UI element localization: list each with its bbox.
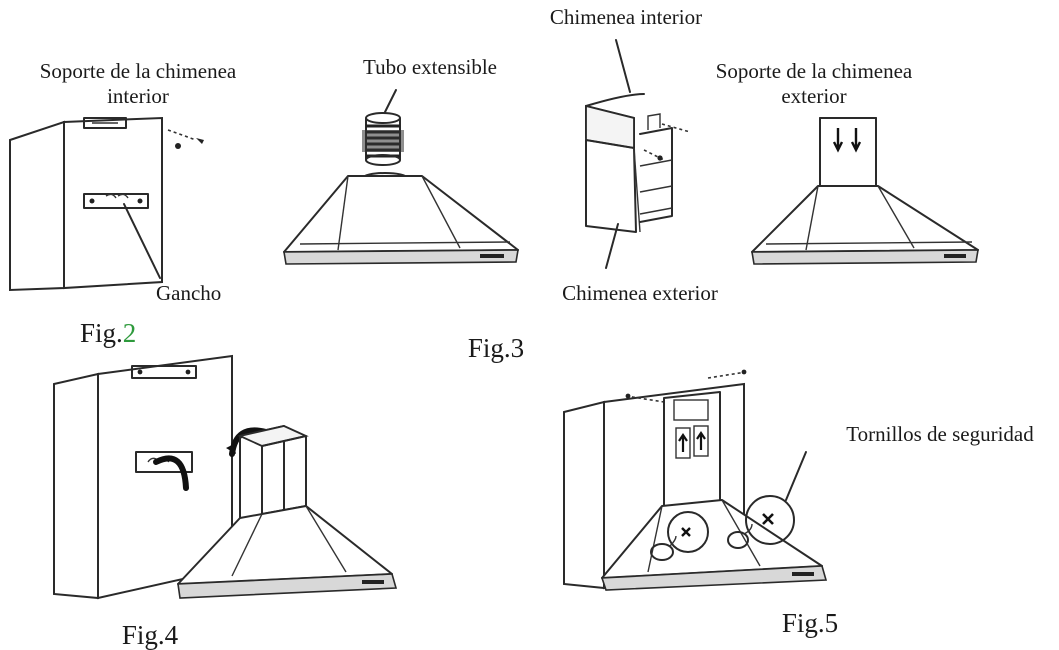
- chimenea-interior-leader: [615, 39, 631, 93]
- fig5-illustration: [563, 369, 828, 591]
- inner-chimney: [585, 93, 645, 150]
- tornillos-seguridad-label: Tornillos de seguridad: [846, 422, 1034, 446]
- fig2-number: 2: [123, 318, 137, 348]
- soporte-exterior-label-line1: Soporte de la chimenea: [716, 59, 913, 83]
- chimenea-interior-label: Chimenea interior: [550, 5, 702, 29]
- gancho-label: Gancho: [156, 281, 221, 305]
- fig3-chimney-parts: [585, 39, 691, 269]
- fig3-chimney-bracket: [639, 113, 673, 223]
- fig4-caption: Fig.4: [122, 620, 179, 650]
- fig4-illustration: [53, 354, 398, 600]
- fig3-hood-with-chimney: [751, 117, 979, 265]
- fig3-right-hood-body: [751, 185, 979, 265]
- outer-chimney: [585, 139, 641, 233]
- fig3-chimney-column: [819, 117, 877, 189]
- fig2-illustration: [9, 116, 204, 292]
- fig2-brick-wall: [9, 116, 163, 292]
- fig3-hood-with-tube: [283, 89, 519, 265]
- fig4-top-bracket: [131, 365, 197, 379]
- fig4-hood: [177, 425, 398, 599]
- soporte-interior-label-line2: interior: [107, 84, 169, 108]
- soporte-interior-label-line1: Soporte de la chimenea: [40, 59, 237, 83]
- chimenea-exterior-leader: [605, 223, 619, 269]
- hook-bracket: [83, 193, 149, 209]
- fig2-caption: Fig.2: [80, 318, 136, 348]
- safety-screw-detail-circles: [650, 495, 795, 561]
- soporte-exterior-label-line2: exterior: [781, 84, 846, 108]
- fig5-top-screws: [625, 369, 747, 403]
- tubo-leader: [384, 89, 397, 113]
- tornillos-leader: [785, 451, 807, 501]
- fig2-prefix: Fig.: [80, 318, 123, 348]
- gancho-leader: [123, 203, 161, 279]
- fig3-screws: [643, 123, 691, 161]
- extensible-tube: [362, 112, 404, 166]
- chimenea-exterior-label: Chimenea exterior: [562, 281, 718, 305]
- fig5-caption: Fig.5: [782, 608, 838, 638]
- inner-chimney-bracket: [83, 117, 127, 129]
- fig3-hood-body: [283, 172, 519, 265]
- fig2-screw: [167, 129, 204, 149]
- fig4-hang-arrow-left: [153, 455, 189, 491]
- fig4-brick-wall: [53, 354, 233, 600]
- tubo-extensible-label: Tubo extensible: [363, 55, 497, 79]
- fig3-caption: Fig.3: [468, 333, 524, 363]
